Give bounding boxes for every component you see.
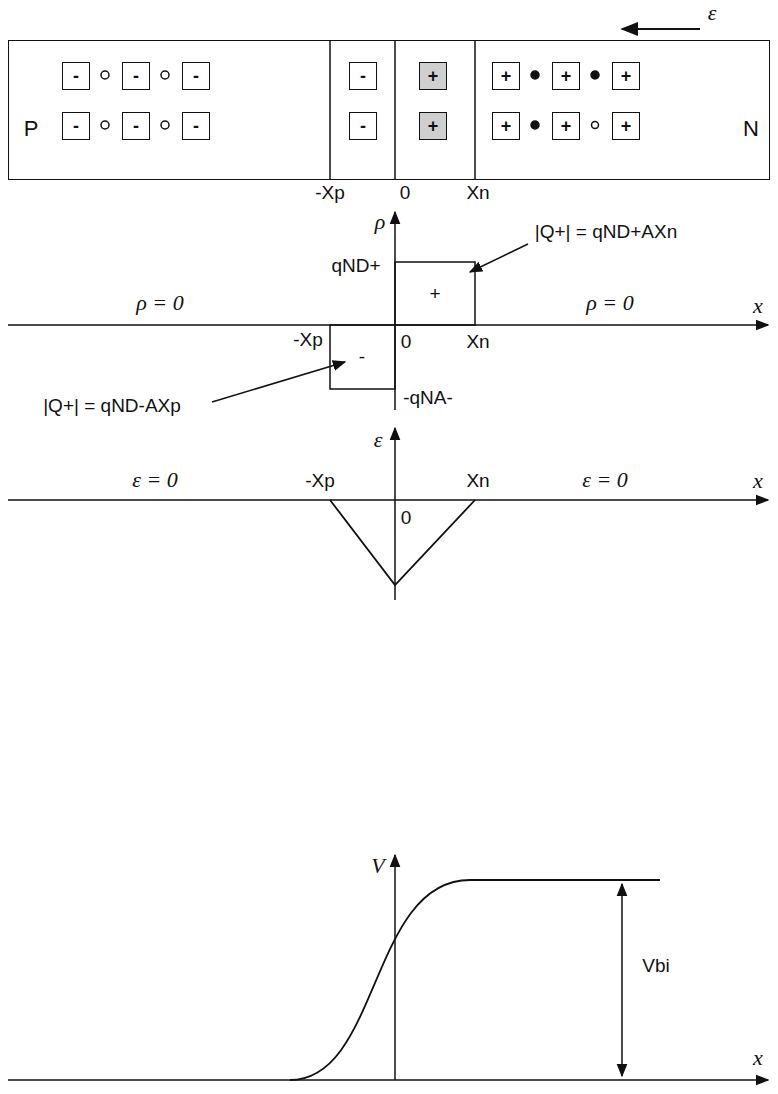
ion-box: -	[182, 112, 210, 140]
plot-label: +	[429, 284, 440, 305]
plot-label: -Xp	[315, 183, 345, 204]
charge-sign: +	[561, 117, 572, 135]
charge-sign: -	[193, 67, 199, 85]
plot-label: Xn	[466, 183, 489, 204]
charge-sign: -	[360, 67, 366, 85]
ion-box: +	[552, 112, 580, 140]
plot-label: x	[753, 294, 763, 318]
plot-label: Vbi	[642, 956, 669, 977]
ion-box: +	[492, 62, 520, 90]
plot-label: qND+	[331, 256, 380, 277]
plot-label: V	[371, 854, 384, 878]
ion-box: +	[552, 62, 580, 90]
plot-label: ε = 0	[132, 468, 178, 492]
charge-sign: -	[73, 67, 79, 85]
region-name: N	[743, 116, 759, 142]
charge-sign: +	[621, 117, 632, 135]
charge-sign: +	[501, 117, 512, 135]
plot-label: x	[753, 469, 763, 493]
plot-label: 0	[400, 183, 411, 204]
field-plot	[8, 428, 768, 600]
plot-label: Xn	[466, 471, 489, 492]
region-name: P	[24, 116, 39, 142]
charge-sign: -	[73, 117, 79, 135]
plot-label: -Xp	[293, 330, 323, 351]
ion-box: -	[122, 112, 150, 140]
plot-label: ε	[708, 1, 717, 25]
charge-sign: +	[501, 67, 512, 85]
plot-label: -	[359, 347, 365, 368]
charge-sign: -	[193, 117, 199, 135]
ion-box: -	[349, 112, 377, 140]
charge-sign: -	[133, 117, 139, 135]
field-arrow	[622, 28, 700, 30]
plot-label: ρ	[375, 210, 386, 234]
ion-box: +	[419, 112, 447, 140]
plot-label: -qNA-	[403, 388, 453, 409]
plot-label: ε = 0	[582, 468, 628, 492]
plot-label: 0	[401, 508, 412, 529]
plot-label: ρ = 0	[586, 291, 633, 315]
plot-label: 0	[401, 332, 412, 353]
charge-sign: +	[428, 67, 439, 85]
ion-box: -	[122, 62, 150, 90]
plot-label: |Q+| = qND+AXn	[535, 222, 677, 243]
charge-sign: +	[561, 67, 572, 85]
charge-sign: +	[621, 67, 632, 85]
ion-box: +	[419, 62, 447, 90]
plot-label: ε	[374, 428, 383, 452]
plot-label: |Q+| = qND-AXp	[43, 396, 181, 417]
ion-box: +	[612, 112, 640, 140]
plot-label: -Xp	[305, 471, 335, 492]
charge-density-plot	[8, 212, 768, 410]
semiconductor-bar: P N - - - - + + + + - - - - + + + +	[8, 40, 770, 180]
plot-label: x	[753, 1046, 763, 1070]
ion-box: -	[182, 62, 210, 90]
ion-box: -	[62, 112, 90, 140]
ion-box: +	[612, 62, 640, 90]
ion-box: -	[349, 62, 377, 90]
potential-plot	[8, 855, 768, 1080]
charge-sign: -	[360, 117, 366, 135]
charge-sign: +	[428, 117, 439, 135]
plot-label: ρ = 0	[136, 291, 183, 315]
ion-box: +	[492, 112, 520, 140]
plot-label: Xn	[466, 332, 489, 353]
charge-sign: -	[133, 67, 139, 85]
ion-box: -	[62, 62, 90, 90]
region-dividers	[330, 40, 475, 180]
